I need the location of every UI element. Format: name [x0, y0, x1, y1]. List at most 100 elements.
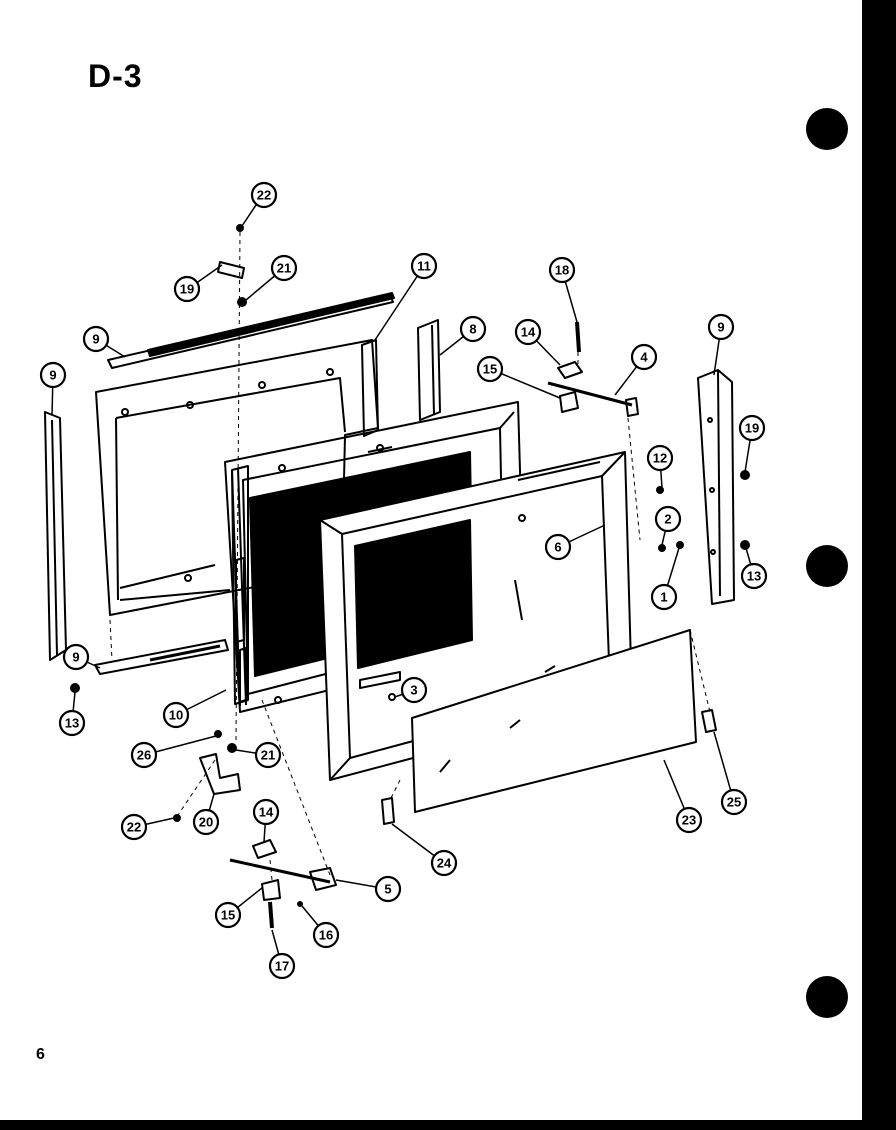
callout-circle	[254, 741, 282, 769]
part-18-bolt	[575, 321, 581, 353]
callout-circle	[39, 361, 67, 389]
callout-circle	[459, 315, 487, 343]
binder-hole-middle	[806, 545, 848, 587]
callout-9: 9	[39, 361, 67, 389]
callout-2: 2	[654, 505, 682, 533]
callout-4: 4	[630, 343, 658, 371]
callout-12: 12	[646, 444, 674, 472]
callout-9: 9	[707, 313, 735, 341]
part-24-hinge	[381, 797, 395, 825]
callout-6: 6	[544, 533, 572, 561]
callout-number: 16	[319, 928, 333, 943]
callout-number: 6	[554, 540, 561, 555]
part-top-hinge-bar	[547, 361, 639, 417]
callout-number: 1	[660, 590, 667, 605]
callout-number: 9	[717, 320, 724, 335]
callout-circle	[82, 325, 110, 353]
callout-21: 21	[270, 254, 298, 282]
binder-hole-top	[806, 108, 848, 150]
callout-number: 25	[727, 795, 741, 810]
callout-number: 21	[261, 748, 275, 763]
callout-17: 17	[268, 952, 296, 980]
callout-number: 21	[277, 261, 291, 276]
callout-circle	[173, 275, 201, 303]
callout-number: 8	[469, 322, 476, 337]
callout-number: 5	[384, 882, 391, 897]
callout-circle	[312, 921, 340, 949]
callout-circle	[650, 583, 678, 611]
callout-number: 26	[137, 748, 151, 763]
callout-20: 20	[192, 808, 220, 836]
callout-circle	[192, 808, 220, 836]
callout-number: 18	[555, 263, 569, 278]
callout-circle	[707, 313, 735, 341]
callout-21: 21	[254, 741, 282, 769]
callout-26: 26	[130, 741, 158, 769]
callout-circle	[514, 318, 542, 346]
callout-number: 13	[65, 716, 79, 731]
alignment-lines	[109, 231, 711, 881]
binder-hole-bottom	[806, 976, 848, 1018]
callout-number: 2	[664, 512, 671, 527]
callout-number: 22	[127, 820, 141, 835]
callout-9: 9	[82, 325, 110, 353]
page-number: 6	[36, 1046, 45, 1063]
callout-number: 23	[682, 813, 696, 828]
callout-circle	[740, 562, 768, 590]
callout-number: 12	[653, 451, 667, 466]
callout-25: 25	[720, 788, 748, 816]
part-left-side-strip	[44, 411, 67, 661]
callout-number: 19	[180, 282, 194, 297]
callout-circle	[646, 444, 674, 472]
callout-circle	[675, 806, 703, 834]
callout-13: 13	[740, 562, 768, 590]
parts-sheet: D-3 6	[0, 0, 862, 1120]
callout-circle	[58, 709, 86, 737]
callout-number: 19	[745, 421, 759, 436]
part-top-trim-strip	[107, 292, 395, 369]
callout-18: 18	[548, 256, 576, 284]
callout-number: 9	[92, 332, 99, 347]
callout-circle	[738, 414, 766, 442]
callout-13: 13	[58, 709, 86, 737]
callout-1: 1	[650, 583, 678, 611]
callout-19: 19	[738, 414, 766, 442]
callout-23: 23	[675, 806, 703, 834]
callout-number: 13	[747, 569, 761, 584]
callout-circle	[430, 849, 458, 877]
callout-number: 9	[72, 650, 79, 665]
callout-circle	[720, 788, 748, 816]
callout-9: 9	[62, 643, 90, 671]
callout-circle	[268, 952, 296, 980]
callout-15: 15	[214, 901, 242, 929]
exploded-view-drawing: 2219211199181415489191226131913103262122…	[39, 181, 768, 980]
callout-number: 14	[259, 805, 274, 820]
callout-number: 9	[49, 368, 56, 383]
callout-circle	[120, 813, 148, 841]
callout-number: 20	[199, 815, 213, 830]
callout-16: 16	[312, 921, 340, 949]
callout-number: 10	[169, 708, 183, 723]
callout-circle	[250, 181, 278, 209]
callout-circle	[400, 676, 428, 704]
callout-14: 14	[252, 798, 280, 826]
diagram-title: D-3	[88, 58, 143, 94]
callout-circle	[130, 741, 158, 769]
callout-circle	[374, 875, 402, 903]
callout-number: 4	[640, 350, 648, 365]
callout-14: 14	[514, 318, 542, 346]
callout-circle	[214, 901, 242, 929]
callout-circle	[252, 798, 280, 826]
callout-circle	[162, 701, 190, 729]
callout-10: 10	[162, 701, 190, 729]
callout-circle	[476, 355, 504, 383]
part-8-middle-strip	[417, 319, 441, 421]
callout-8: 8	[459, 315, 487, 343]
part-glass-panel	[411, 629, 697, 813]
part-bottom-trim-strip	[94, 639, 229, 675]
callout-22: 22	[250, 181, 278, 209]
part-bottom-hinge-bar	[229, 839, 337, 929]
callout-19: 19	[173, 275, 201, 303]
callout-circle	[544, 533, 572, 561]
